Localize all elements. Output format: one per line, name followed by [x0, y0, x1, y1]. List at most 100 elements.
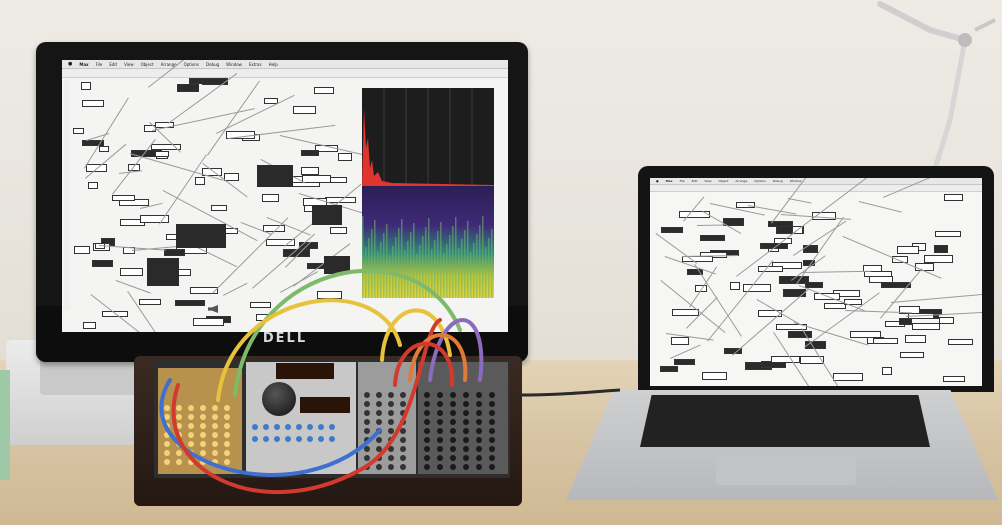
patcher-object[interactable] — [948, 339, 973, 345]
menu-item[interactable]: Extras — [248, 61, 262, 67]
patcher-object[interactable] — [850, 331, 881, 338]
patcher-object[interactable] — [912, 323, 940, 330]
patcher-object[interactable] — [824, 303, 846, 309]
patcher-object[interactable] — [660, 366, 678, 372]
patcher-object[interactable] — [314, 87, 334, 94]
patcher-object[interactable] — [139, 299, 161, 305]
patcher-object[interactable] — [943, 376, 965, 382]
patcher-object[interactable] — [934, 245, 948, 253]
speaker-icon[interactable] — [208, 305, 218, 313]
patcher-object[interactable] — [939, 317, 954, 324]
patcher-object[interactable] — [783, 289, 806, 297]
patcher-object[interactable] — [661, 227, 683, 233]
patcher-object[interactable] — [700, 235, 725, 241]
patcher-object[interactable] — [672, 309, 699, 316]
patcher-object[interactable] — [164, 249, 185, 256]
patcher-object[interactable] — [82, 140, 104, 146]
patcher-object[interactable] — [74, 246, 90, 254]
patcher-object[interactable] — [99, 146, 109, 152]
patcher-object[interactable] — [771, 356, 800, 363]
patcher-object[interactable] — [772, 262, 802, 269]
menu-item[interactable]: View — [704, 179, 712, 183]
patcher-object[interactable] — [82, 100, 104, 107]
patcher-object[interactable] — [202, 78, 228, 85]
patcher-object[interactable] — [338, 153, 352, 161]
patcher-object[interactable] — [833, 373, 863, 381]
apple-icon[interactable]: ● — [68, 61, 73, 67]
patcher-object[interactable] — [195, 177, 205, 185]
menu-item[interactable]: Debug — [206, 61, 220, 67]
patcher-object[interactable] — [687, 269, 703, 275]
patcher-object[interactable] — [899, 318, 912, 325]
patcher-object[interactable] — [935, 231, 961, 237]
patcher-object[interactable] — [924, 255, 953, 263]
patch-cable-red[interactable] — [171, 318, 442, 495]
patcher-object[interactable] — [73, 128, 84, 134]
patcher-object[interactable] — [702, 372, 727, 380]
patcher-object[interactable] — [202, 168, 222, 176]
laptop-trackpad[interactable] — [716, 455, 856, 485]
menu-item[interactable]: Object — [718, 179, 729, 183]
patcher-object[interactable] — [863, 265, 882, 272]
patcher-object[interactable] — [302, 175, 331, 183]
patcher-object[interactable] — [266, 239, 295, 246]
patch-cable-orange[interactable] — [408, 333, 468, 382]
patcher-object[interactable] — [155, 151, 169, 157]
menu-item[interactable]: Object — [140, 61, 154, 67]
patcher-object[interactable] — [112, 195, 135, 201]
patcher-object[interactable] — [81, 82, 91, 90]
patcher-object[interactable] — [899, 306, 920, 314]
patcher-object[interactable] — [88, 182, 98, 189]
patcher-object[interactable] — [83, 322, 96, 329]
patcher-object[interactable] — [881, 282, 911, 288]
patcher-object[interactable] — [264, 98, 278, 104]
patcher-object[interactable] — [900, 352, 924, 358]
patcher-object[interactable] — [293, 106, 316, 114]
patcher-object[interactable] — [301, 150, 319, 156]
menu-item[interactable]: Help — [268, 61, 278, 67]
patcher-object[interactable] — [743, 284, 771, 292]
menu-item[interactable]: Max — [665, 179, 673, 183]
patcher-object[interactable] — [224, 173, 239, 181]
patcher-object[interactable] — [800, 356, 824, 364]
knob-icon[interactable] — [262, 382, 296, 416]
patcher-object[interactable] — [151, 144, 181, 150]
menu-item[interactable]: Options — [183, 61, 200, 67]
laptop-patcher-canvas[interactable] — [655, 178, 982, 386]
patch-cable-red[interactable] — [393, 341, 455, 387]
patcher-canvas[interactable] — [72, 60, 375, 332]
patcher-object[interactable] — [177, 84, 199, 92]
patcher-object[interactable] — [250, 302, 271, 308]
apple-icon[interactable]: ● — [656, 179, 659, 183]
menu-item[interactable]: Window — [226, 61, 242, 67]
patcher-object[interactable] — [873, 338, 898, 344]
patcher-object[interactable] — [175, 300, 205, 306]
menu-item[interactable]: Max — [79, 61, 89, 67]
menu-item[interactable]: View — [124, 61, 134, 67]
patcher-object[interactable] — [882, 367, 892, 375]
menu-item[interactable]: Window — [789, 179, 802, 183]
patcher-object[interactable] — [262, 194, 279, 202]
patcher-object[interactable] — [805, 282, 823, 288]
patcher-object[interactable] — [190, 287, 218, 294]
patcher-object[interactable] — [211, 205, 227, 211]
patcher-object[interactable] — [301, 167, 319, 175]
patcher-object[interactable] — [736, 202, 755, 208]
patcher-object[interactable] — [193, 318, 224, 326]
patcher-object[interactable] — [768, 221, 793, 227]
patcher-object[interactable] — [905, 335, 926, 343]
patcher-object[interactable] — [944, 194, 963, 201]
patcher-object[interactable] — [674, 359, 695, 365]
laptop-keyboard[interactable] — [640, 395, 930, 447]
menu-item[interactable]: Options — [754, 179, 766, 183]
patcher-object[interactable] — [671, 337, 689, 345]
patcher-object[interactable] — [140, 215, 169, 223]
menu-item[interactable]: Arrange — [735, 179, 748, 183]
menu-item[interactable]: Arrange — [160, 61, 177, 67]
patcher-object[interactable] — [120, 268, 143, 276]
menu-item[interactable]: Edit — [109, 61, 118, 67]
menu-item[interactable]: File — [679, 179, 685, 183]
patcher-object[interactable] — [330, 227, 347, 234]
menu-item[interactable]: Debug — [772, 179, 783, 183]
patcher-object[interactable] — [92, 260, 113, 267]
